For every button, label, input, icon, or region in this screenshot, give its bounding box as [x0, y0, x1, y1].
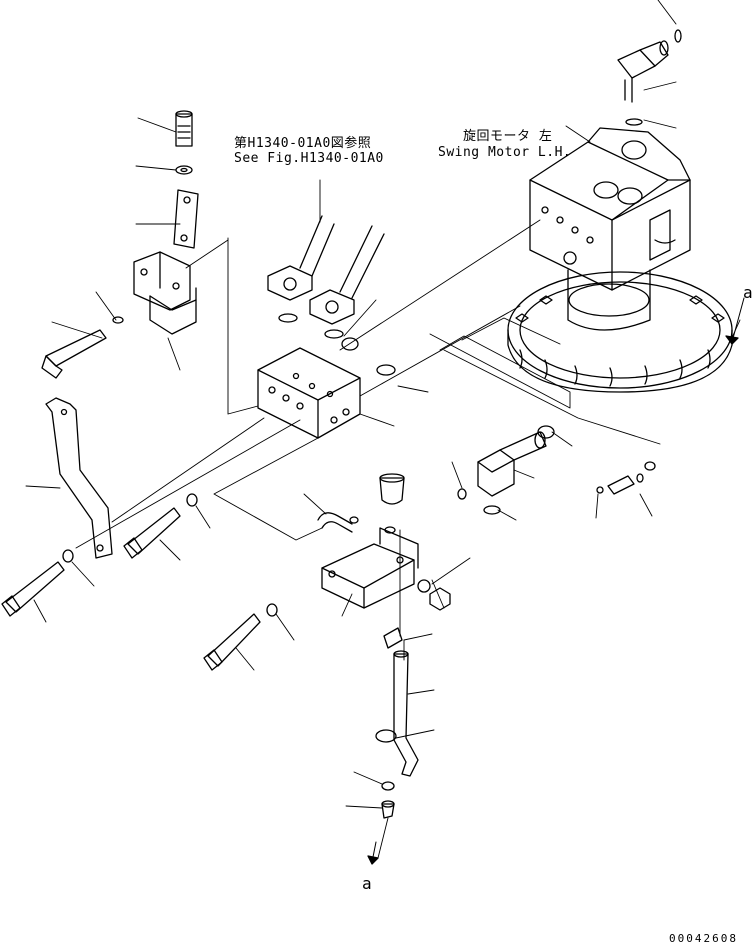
reference-label-jp: 第H1340-01A0図参照: [234, 136, 372, 151]
swing-motor: [507, 127, 733, 393]
drain-hose: [375, 627, 419, 819]
connector-label-top: a: [743, 283, 754, 302]
bolt-left: [41, 316, 124, 379]
bracket-assembly: [133, 110, 199, 335]
drawing-number: 00042608: [669, 932, 738, 945]
hoses: [267, 215, 385, 351]
leader-lines: [25, 0, 677, 809]
bolts-lower: [1, 493, 278, 671]
reference-label-en: See Fig.H1340-01A0: [234, 151, 384, 166]
elbow-fitting: [617, 29, 682, 126]
motor-label-jp: 旋回モータ 左: [463, 129, 553, 144]
motor-label-en: Swing Motor L.H.: [438, 145, 572, 160]
manifold-block: [257, 347, 396, 439]
bent-bracket: [45, 397, 113, 563]
connector-arrows: [367, 297, 745, 865]
connector-label-bottom: a: [362, 874, 373, 893]
check-valve: [457, 425, 656, 515]
lower-bracket: [317, 473, 451, 611]
connection-lines: [75, 219, 741, 859]
